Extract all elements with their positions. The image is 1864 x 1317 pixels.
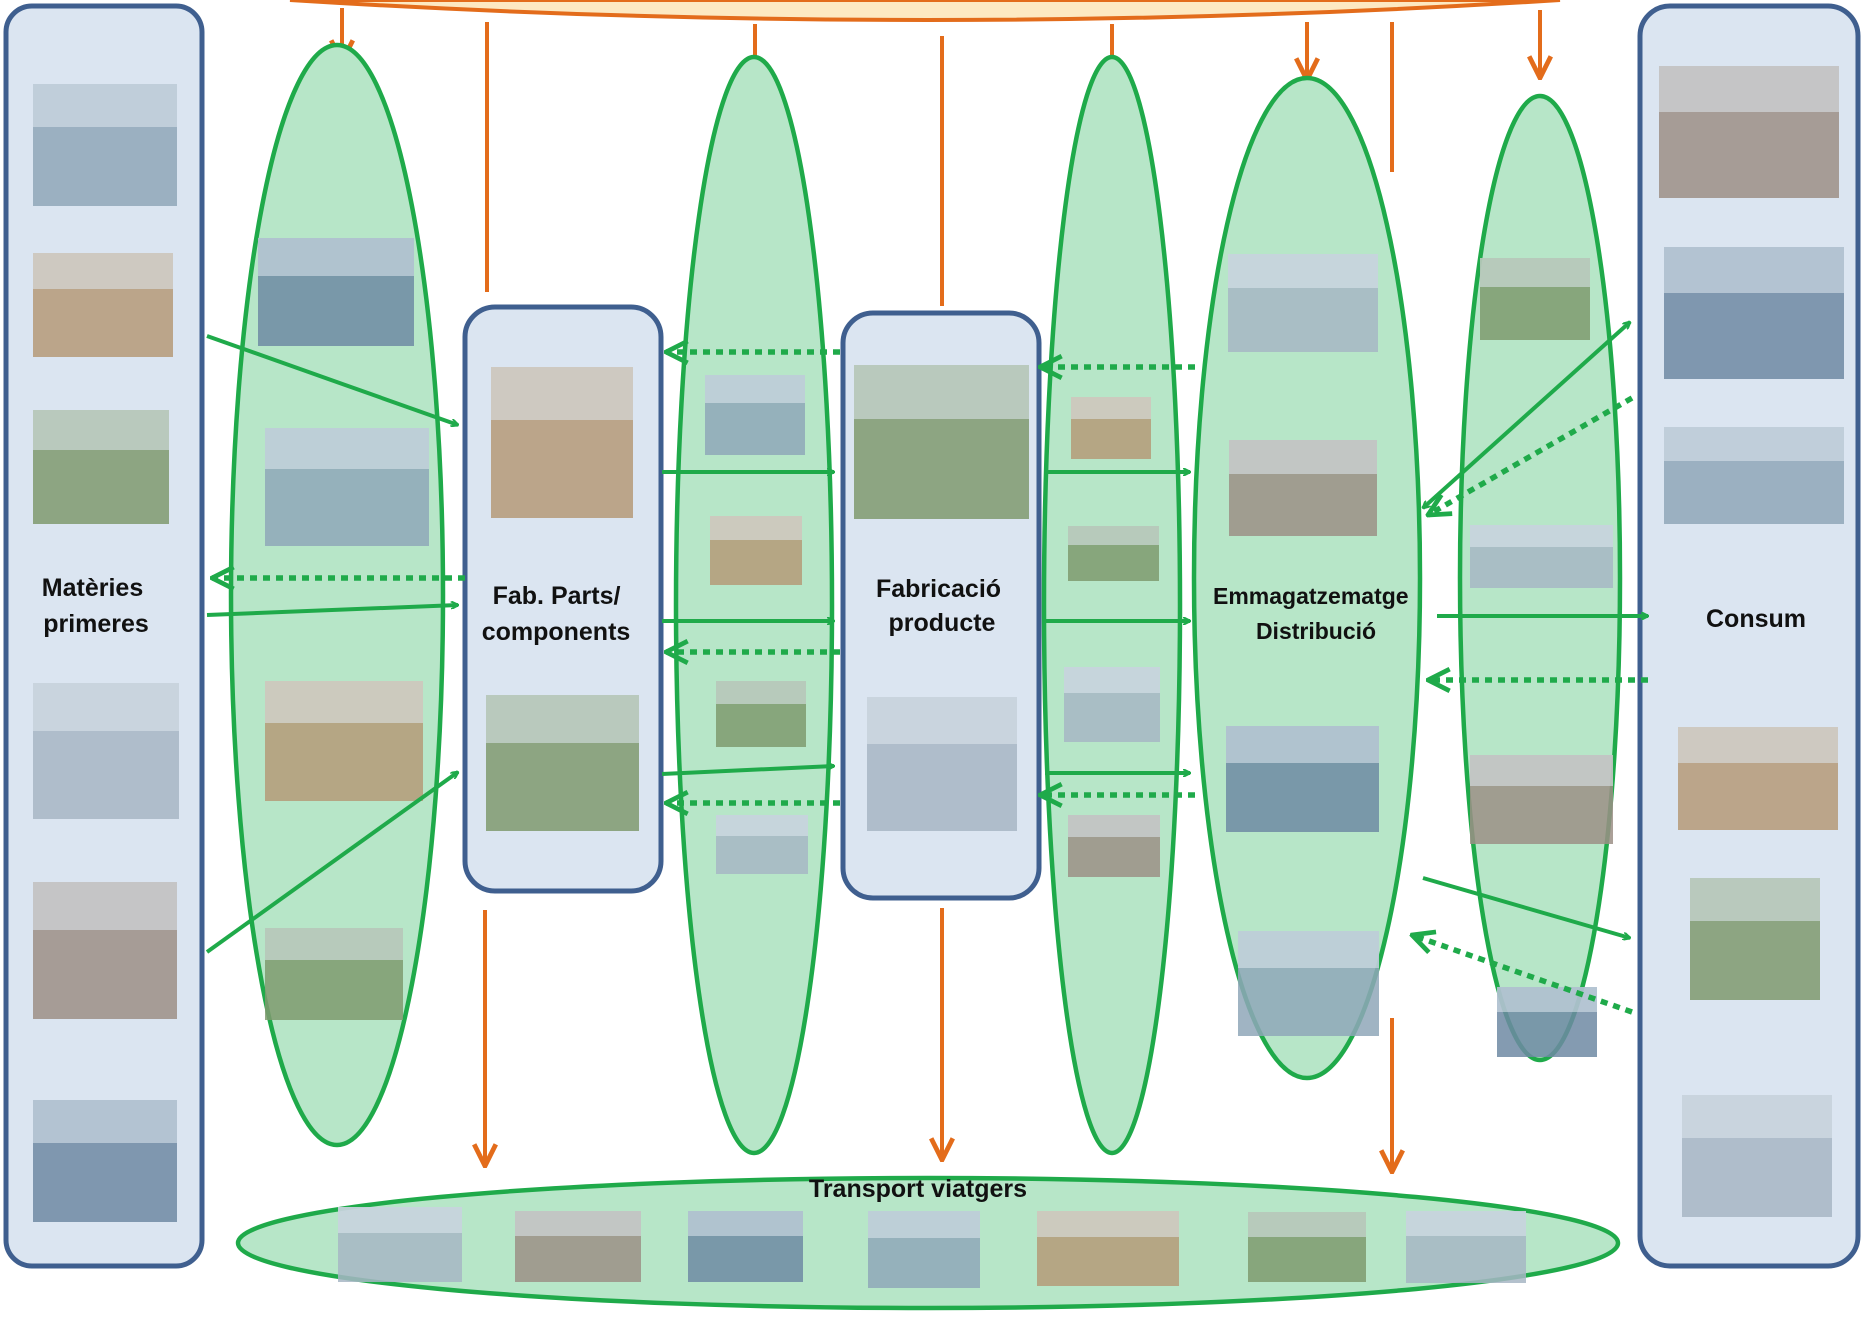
top-band xyxy=(289,0,1561,22)
flow-arrow xyxy=(206,605,458,617)
taxi-photo-sky xyxy=(338,1207,462,1233)
casa-mila-building-photo-sky xyxy=(1659,66,1839,112)
fast-ferry-photo-sky xyxy=(1248,1212,1366,1237)
high-speed-train-photo-sky xyxy=(868,1211,980,1238)
flow-arrow xyxy=(205,772,458,954)
return-arrow xyxy=(1428,395,1634,515)
forklift-warehouse-photo-sky xyxy=(1229,440,1377,474)
storage-label: Emmagatzematge Distribució xyxy=(1213,583,1415,644)
raw-materials-label-line: Matèries xyxy=(42,574,143,602)
city-aerial-photo-sky xyxy=(1682,1095,1832,1138)
silo-plant-photo-sky xyxy=(486,695,639,743)
flow-arrow xyxy=(206,334,458,425)
factory-render-photo-sky xyxy=(854,365,1029,419)
parts-label-line: components xyxy=(482,618,631,646)
oil-coffee-wheat-gold-photo-sky xyxy=(33,683,179,731)
warehouse-exterior-photo-sky xyxy=(1238,931,1379,968)
sugar-and-flour-photo-sky xyxy=(33,84,177,127)
freight-ellipse-4 xyxy=(1191,75,1423,1081)
oranges-photo-sky xyxy=(33,253,173,289)
storage-label-line: Distribució xyxy=(1256,618,1376,644)
industrial-park-photo-sky xyxy=(867,697,1017,744)
freight-ellipse-2 xyxy=(673,54,835,1156)
port-terminal-photo-sky xyxy=(1226,726,1379,763)
manufacturing-label-line: producte xyxy=(889,609,996,637)
yellow-van-photo-sky xyxy=(1470,525,1613,547)
truck-photo-sky xyxy=(265,428,429,469)
forward-flows xyxy=(205,322,1648,954)
orange-arrows-bottom xyxy=(485,908,1392,1172)
sheep-photo-sky xyxy=(33,410,169,450)
parts-label: Fab. Parts/ components xyxy=(482,582,631,646)
return-flows xyxy=(212,352,1648,1015)
raw-materials-label: Matèries primeres xyxy=(42,574,150,638)
containers-photo-sky xyxy=(1068,815,1160,837)
coach-bus-photo-sky xyxy=(515,1211,641,1236)
cotton-field-photo-sky xyxy=(33,1100,177,1143)
raw-materials-label-line: primeres xyxy=(43,610,149,638)
fruit-market-photo-sky xyxy=(1664,427,1844,461)
locomotive-photo-sky xyxy=(710,516,802,540)
delivery-van-photo-sky xyxy=(1497,987,1597,1012)
freight-train-photo-sky xyxy=(258,238,414,276)
wheat-field-photo-sky xyxy=(33,882,177,930)
airliner-photo-sky xyxy=(716,681,806,704)
flow-arrow xyxy=(1422,876,1630,938)
consumption-label: Consum xyxy=(1706,605,1806,633)
photos xyxy=(33,66,1844,1288)
warehouse-interior-photo-sky xyxy=(1228,254,1378,288)
factory-plant-photo-sky xyxy=(491,367,633,420)
orange-arrows-top xyxy=(342,8,1540,306)
storage-label-line: Emmagatzematge xyxy=(1213,583,1409,609)
manufacturing-label: Fabricació producte xyxy=(876,575,1008,637)
manufacturing-label-line: Fabricació xyxy=(876,575,1001,603)
container-ship-photo-sky xyxy=(265,681,423,723)
flow-arrow xyxy=(661,766,834,776)
white-van-photo-sky xyxy=(1470,755,1613,786)
online-shopping-laptop-photo-sky xyxy=(1690,878,1820,921)
freight-ellipse-3 xyxy=(1041,54,1183,1156)
shopping-woman-photo-sky xyxy=(1678,727,1838,763)
node-labels: Matèries primeres Fab. Parts/ components… xyxy=(42,574,1806,1203)
ship-photo-sky xyxy=(716,815,808,836)
red-truck-photo-sky xyxy=(1068,526,1159,545)
passenger-transport-label: Transport viatgers xyxy=(809,1175,1027,1203)
city-bus-photo-sky xyxy=(688,1211,803,1236)
supermarket-shopper-photo-sky xyxy=(1664,247,1844,293)
cargo-plane-photo-sky xyxy=(265,928,403,960)
truck-convoy-photo-sky xyxy=(1064,667,1160,693)
ferry-photo-sky xyxy=(1037,1211,1179,1237)
truck-fleet-photo-sky xyxy=(1071,397,1151,419)
yellow-truck-photo-sky xyxy=(705,375,805,403)
small-van-photo-sky xyxy=(1480,258,1590,287)
passenger-plane-photo-sky xyxy=(1406,1211,1526,1236)
parts-label-line: Fab. Parts/ xyxy=(493,582,621,610)
flow-arrow-both xyxy=(1423,322,1630,508)
